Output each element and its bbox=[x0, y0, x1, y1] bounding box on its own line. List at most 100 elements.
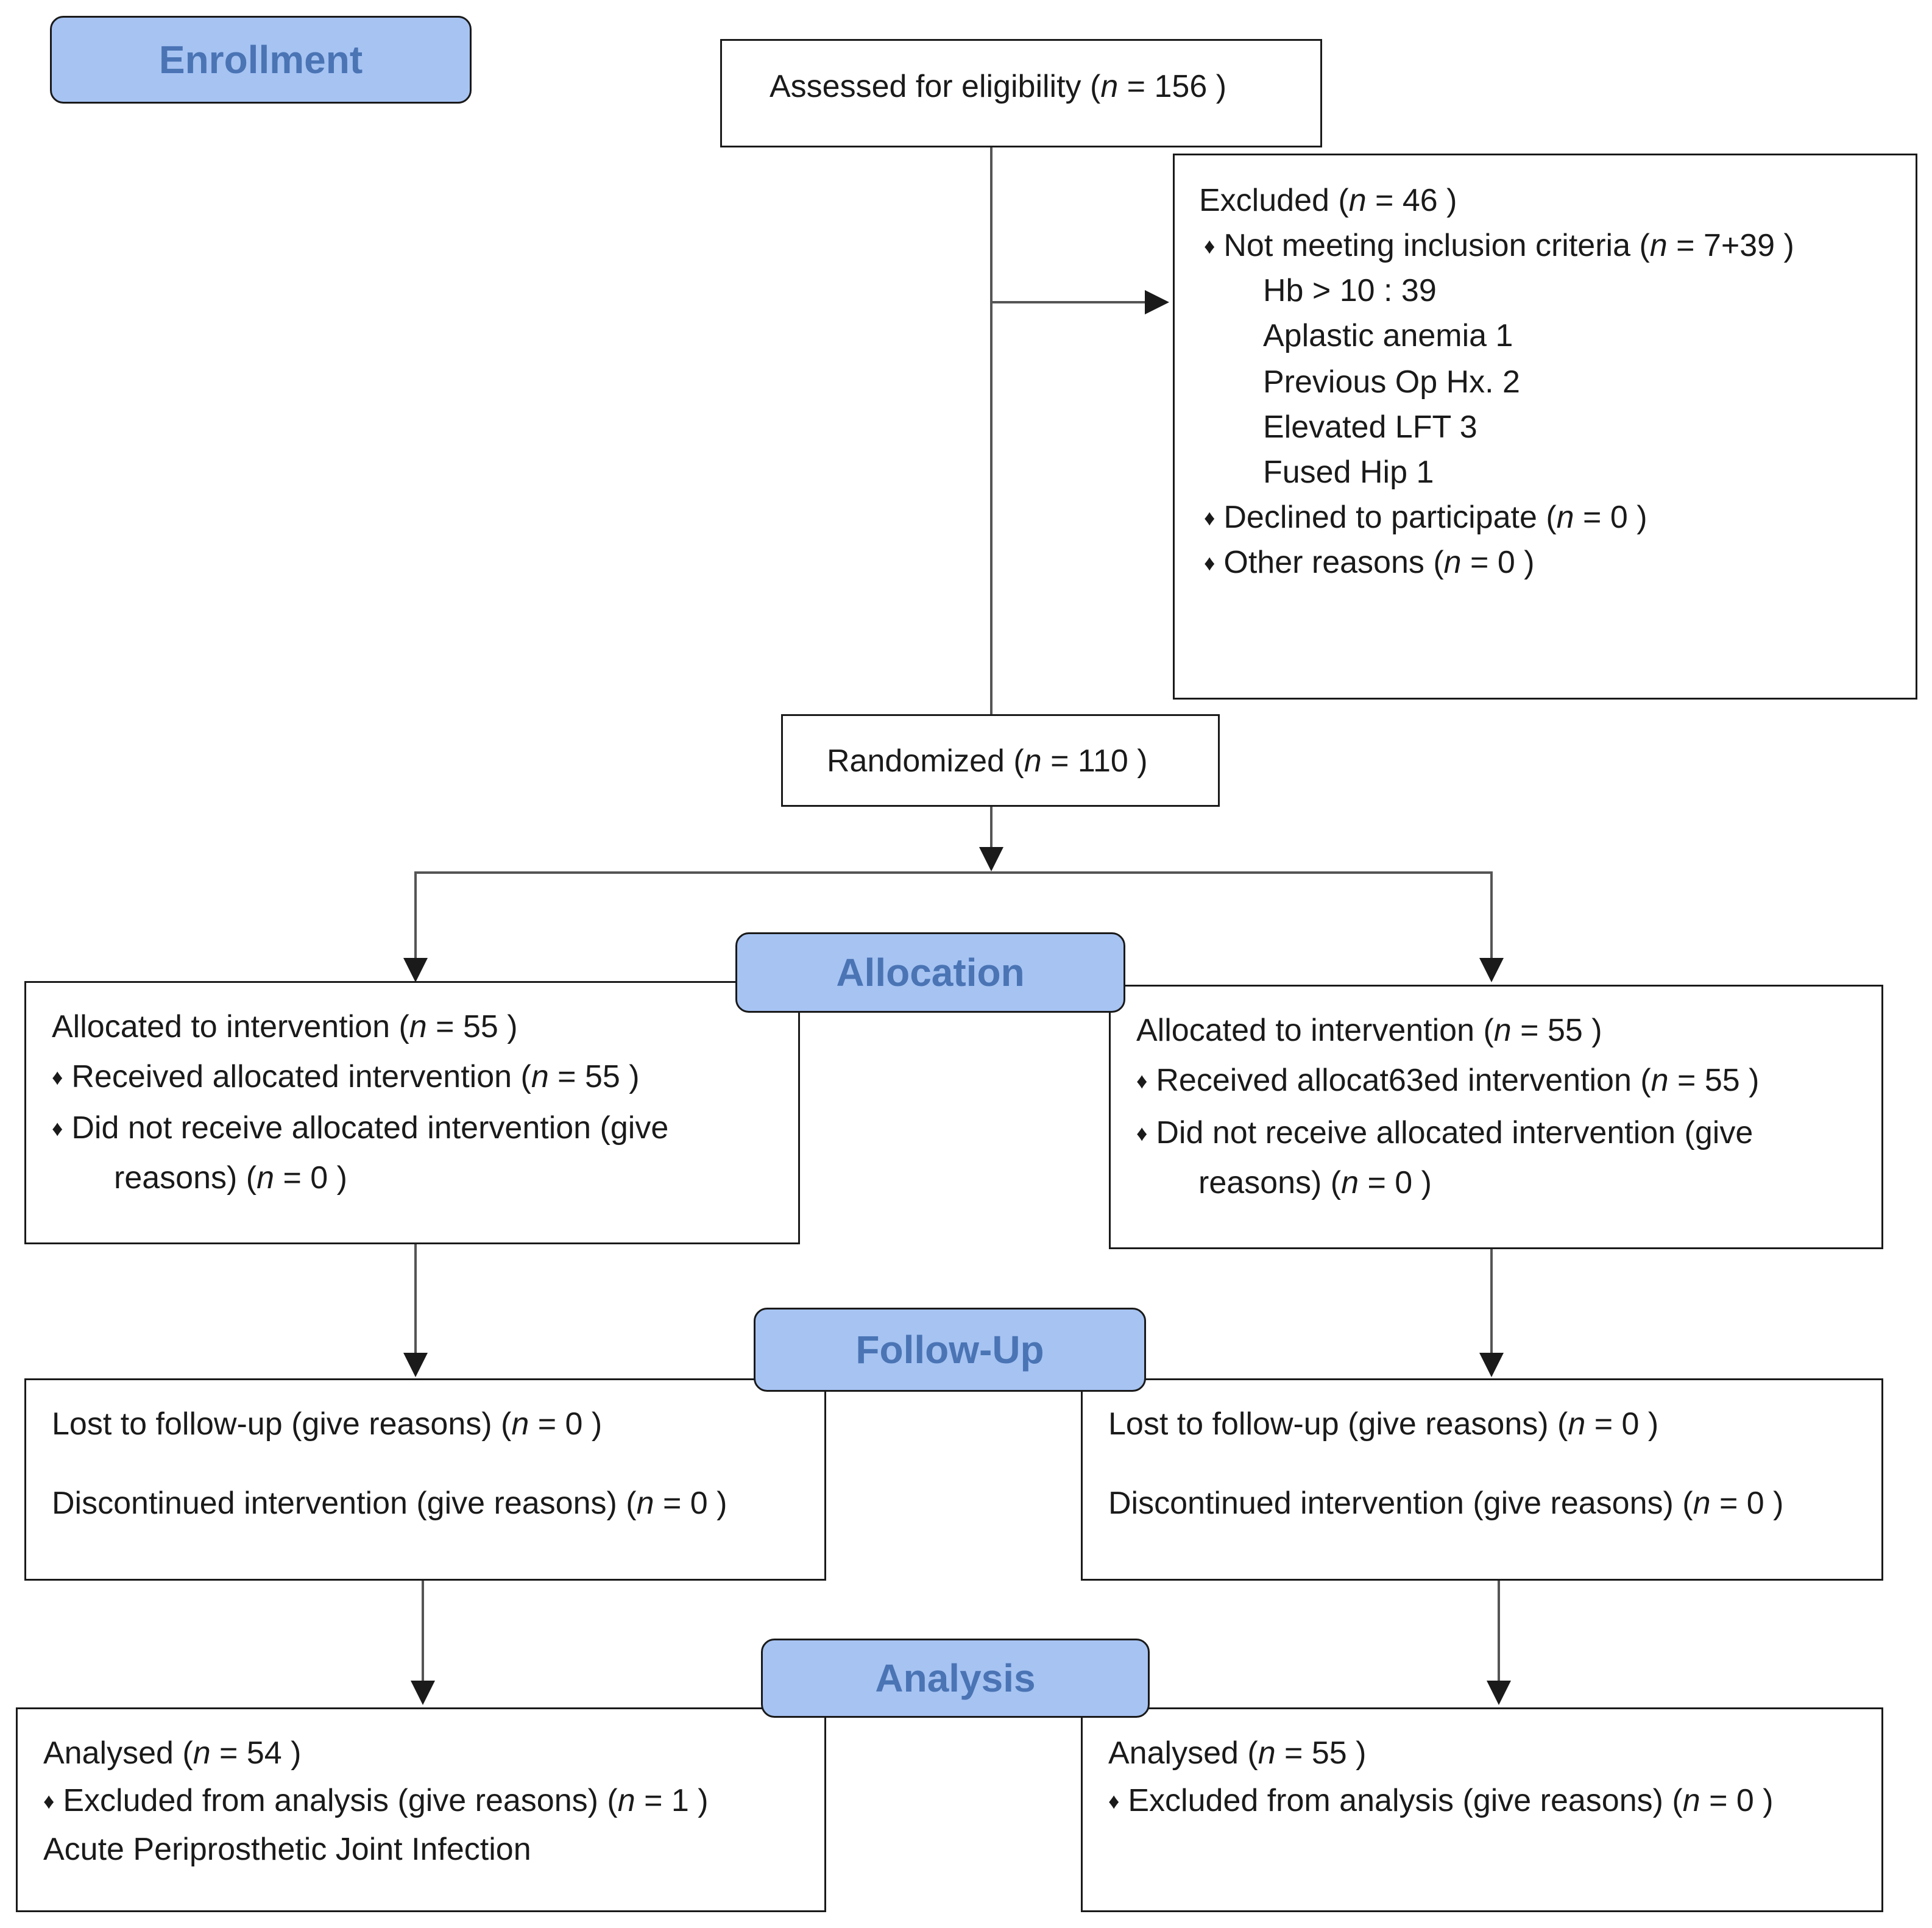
received-label: Received allocat63ed intervention ( bbox=[1156, 1063, 1651, 1098]
stage-analysis: Analysis bbox=[761, 1639, 1150, 1718]
analysed-label: Analysed ( bbox=[1108, 1735, 1258, 1771]
excluded-box: Excluded (n = 46 ) ♦Not meeting inclusio… bbox=[1173, 154, 1917, 700]
reasons-label: reasons) ( bbox=[114, 1160, 257, 1196]
stage-enrollment: Enrollment bbox=[50, 16, 472, 104]
bullet-icon: ♦ bbox=[1204, 505, 1215, 530]
received-count: = 55 ) bbox=[1668, 1063, 1760, 1098]
reason-previous-op: Previous Op Hx. 2 bbox=[1263, 364, 1520, 400]
n-symbol: n bbox=[1682, 1783, 1700, 1818]
allocated-right-title: Allocated to intervention (n = 55 ) bbox=[1136, 1012, 1602, 1049]
exclusion-reason-left: Acute Periprosthetic Joint Infection bbox=[43, 1832, 531, 1867]
randomized-box: Randomized (n = 110 ) bbox=[781, 714, 1220, 807]
n-symbol: n bbox=[1443, 545, 1462, 580]
bullet-icon: ♦ bbox=[1136, 1121, 1148, 1146]
other-reasons: ♦ Other reasons (n = 0 ) bbox=[1204, 544, 1535, 584]
other-reasons-label: Other reasons ( bbox=[1223, 545, 1444, 580]
not-meeting-criteria: ♦ Not meeting inclusion criteria (n = 7+3… bbox=[1204, 227, 1794, 267]
n-symbol: n bbox=[531, 1059, 549, 1094]
n-symbol: n bbox=[1651, 1063, 1669, 1098]
analysed-label: Analysed ( bbox=[43, 1735, 193, 1771]
allocated-label: Allocated to intervention ( bbox=[1136, 1013, 1494, 1048]
reasons-count: = 0 ) bbox=[274, 1160, 347, 1196]
excluded-analysis-left: ♦Excluded from analysis (give reasons) (… bbox=[43, 1782, 709, 1822]
received-count: = 55 ) bbox=[548, 1059, 640, 1094]
discontinued-left: Discontinued intervention (give reasons)… bbox=[52, 1485, 727, 1522]
lost-count: = 0 ) bbox=[1585, 1406, 1659, 1442]
discontinued-count: = 0 ) bbox=[1710, 1486, 1784, 1521]
analysed-count: = 54 ) bbox=[210, 1735, 302, 1771]
declined-label: Declined to participate ( bbox=[1223, 500, 1557, 535]
discontinued-label: Discontinued intervention (give reasons)… bbox=[1108, 1486, 1693, 1521]
n-symbol: n bbox=[617, 1783, 635, 1818]
bullet-icon: ♦ bbox=[1204, 550, 1215, 575]
randomized-label: Randomized ( bbox=[827, 743, 1024, 779]
analysis-left-box: Analysed (n = 54 ) ♦Excluded from analys… bbox=[16, 1707, 826, 1912]
randomized-text: Randomized (n = 110 ) bbox=[827, 743, 1148, 779]
bullet-icon: ♦ bbox=[52, 1065, 63, 1090]
allocated-left-title: Allocated to intervention (n = 55 ) bbox=[52, 1008, 518, 1045]
analysis-right-box: Analysed (n = 55 ) ♦Excluded from analys… bbox=[1081, 1707, 1883, 1912]
follow-up-left-box: Lost to follow-up (give reasons) (n = 0 … bbox=[24, 1378, 826, 1581]
lost-follow-up-right: Lost to follow-up (give reasons) (n = 0 … bbox=[1108, 1406, 1658, 1442]
allocated-count: = 55 ) bbox=[1511, 1013, 1602, 1048]
lost-label: Lost to follow-up (give reasons) ( bbox=[1108, 1406, 1568, 1442]
allocation-right-box: Allocated to intervention (n = 55 ) ♦Rec… bbox=[1109, 985, 1883, 1249]
not-meeting-label: Not meeting inclusion criteria ( bbox=[1223, 228, 1650, 263]
bullet-icon: ♦ bbox=[1204, 233, 1215, 258]
analysed-count: = 55 ) bbox=[1275, 1735, 1367, 1771]
n-symbol: n bbox=[636, 1486, 654, 1521]
n-symbol: n bbox=[1649, 228, 1668, 263]
lost-label: Lost to follow-up (give reasons) ( bbox=[52, 1406, 512, 1442]
bullet-icon: ♦ bbox=[1136, 1068, 1148, 1093]
split-line bbox=[414, 871, 1493, 978]
n-symbol: n bbox=[511, 1406, 529, 1442]
stage-allocation: Allocation bbox=[735, 932, 1125, 1013]
other-reasons-count: = 0 ) bbox=[1461, 545, 1535, 580]
n-symbol: n bbox=[1348, 183, 1367, 218]
bullet-icon: ♦ bbox=[52, 1116, 63, 1141]
excluded-label: Excluded ( bbox=[1199, 183, 1349, 218]
assessed-label: Assessed for eligibility ( bbox=[770, 69, 1101, 104]
reasons-label: reasons) ( bbox=[1198, 1165, 1342, 1200]
reasons-count: = 0 ) bbox=[1359, 1165, 1432, 1200]
excluded-analysis-count: = 1 ) bbox=[635, 1783, 709, 1818]
n-symbol: n bbox=[257, 1160, 274, 1196]
excluded-analysis-label: Excluded from analysis (give reasons) ( bbox=[63, 1783, 618, 1818]
not-received-label: Did not receive allocated intervention (… bbox=[71, 1110, 669, 1146]
n-symbol: n bbox=[1341, 1165, 1359, 1200]
reason-fused-hip: Fused Hip 1 bbox=[1263, 455, 1434, 490]
lost-count: = 0 ) bbox=[529, 1406, 603, 1442]
reason-elevated-lft: Elevated LFT 3 bbox=[1263, 409, 1477, 445]
allocation-left-box: Allocated to intervention (n = 55 ) ♦Rec… bbox=[24, 981, 800, 1244]
n-symbol: n bbox=[193, 1735, 211, 1771]
not-received-right: ♦Did not receive allocated intervention … bbox=[1136, 1115, 1753, 1154]
received-right: ♦ Received allocat63ed intervention (n = … bbox=[1136, 1062, 1759, 1102]
n-symbol: n bbox=[1258, 1735, 1276, 1771]
excluded-analysis-count: = 0 ) bbox=[1700, 1783, 1774, 1818]
reason-hb: Hb > 10 : 39 bbox=[1263, 273, 1437, 308]
randomized-count: = 110 ) bbox=[1041, 743, 1148, 779]
assessed-box: Assessed for eligibility (n = 156 ) bbox=[720, 39, 1322, 147]
discontinued-right: Discontinued intervention (give reasons)… bbox=[1108, 1485, 1783, 1522]
follow-up-right-box: Lost to follow-up (give reasons) (n = 0 … bbox=[1081, 1378, 1883, 1581]
received-left: ♦ Received allocated intervention (n = 55… bbox=[52, 1058, 640, 1098]
not-received-left: ♦ Did not receive allocated intervention … bbox=[52, 1110, 668, 1149]
stage-follow-up: Follow-Up bbox=[754, 1308, 1146, 1392]
assessed-count: = 156 ) bbox=[1118, 69, 1227, 104]
n-symbol: n bbox=[409, 1009, 427, 1044]
declined-count: = 0 ) bbox=[1574, 500, 1647, 535]
received-label: Received allocated intervention ( bbox=[71, 1059, 531, 1094]
allocated-label: Allocated to intervention ( bbox=[52, 1009, 409, 1044]
not-meeting-count: = 7+39 ) bbox=[1667, 228, 1794, 263]
n-symbol: n bbox=[1024, 743, 1042, 779]
excluded-analysis-right: ♦Excluded from analysis (give reasons) (… bbox=[1108, 1782, 1774, 1822]
assessed-text: Assessed for eligibility (n = 156 ) bbox=[770, 68, 1226, 105]
analysed-left: Analysed (n = 54 ) bbox=[43, 1735, 301, 1771]
discontinued-count: = 0 ) bbox=[654, 1486, 727, 1521]
excluded-analysis-label: Excluded from analysis (give reasons) ( bbox=[1128, 1783, 1683, 1818]
n-symbol: n bbox=[1100, 69, 1119, 104]
n-symbol: n bbox=[1493, 1013, 1512, 1048]
discontinued-label: Discontinued intervention (give reasons)… bbox=[52, 1486, 637, 1521]
